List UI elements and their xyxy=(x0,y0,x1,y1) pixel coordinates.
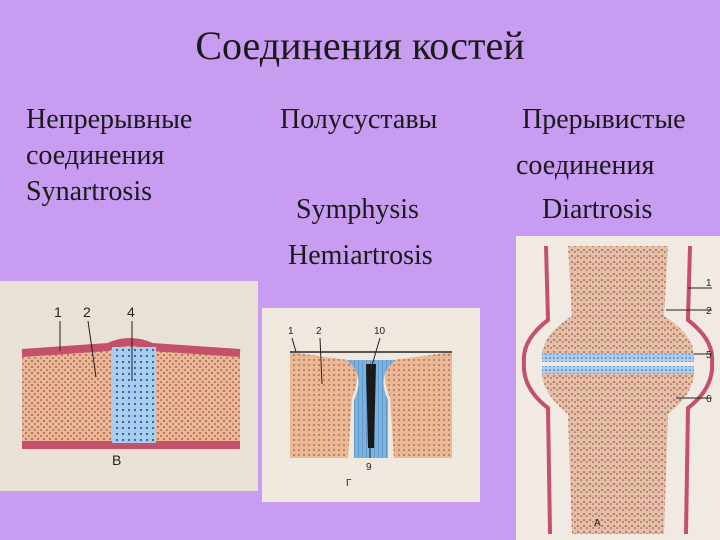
fig-b-label-2: 2 xyxy=(83,304,91,320)
diarthrosis-illustration: 1 2 5 6 А xyxy=(521,245,715,535)
fig-g-label-1: 1 xyxy=(288,326,294,337)
semi-latin2: Hemiartrosis xyxy=(288,240,433,271)
fig-a-label-5: 5 xyxy=(706,350,712,361)
fig-a-label-2: 2 xyxy=(706,306,712,317)
synarthrosis-illustration: 1 2 4 В xyxy=(0,281,258,491)
fig-b-letter: В xyxy=(112,452,121,468)
column-continuous: Непрерывные соединения Synartrosis xyxy=(26,102,192,210)
symphysis-illustration: 1 2 10 9 Г xyxy=(288,326,452,489)
figure-diarthrosis: 1 2 5 6 А xyxy=(516,236,720,540)
figure-symphysis: 1 2 10 9 Г xyxy=(262,308,480,502)
semi-latin1: Symphysis xyxy=(296,194,419,225)
fig-g-letter: Г xyxy=(346,478,352,489)
continuous-line2: соединения xyxy=(26,140,165,171)
fig-a-letter: А xyxy=(594,518,601,529)
fig-a-label-6: 6 xyxy=(706,394,712,405)
fig-g-label-9: 9 xyxy=(366,462,372,473)
continuous-latin: Synartrosis xyxy=(26,176,152,207)
fig-b-label-4: 4 xyxy=(127,304,135,320)
figure-synarthrosis: 1 2 4 В xyxy=(0,281,258,491)
discontinuous-latin: Diartrosis xyxy=(542,194,653,225)
discontinuous-line1: Прерывистые xyxy=(522,104,686,135)
fig-a-label-1: 1 xyxy=(706,278,712,289)
fig-g-label-10: 10 xyxy=(374,326,386,337)
continuous-line1: Непрерывные xyxy=(26,104,193,135)
fig-b-label-1: 1 xyxy=(54,304,62,320)
slide-title: Соединения костей xyxy=(195,23,525,68)
discontinuous-line2: соединения xyxy=(516,150,655,181)
fig-g-label-2: 2 xyxy=(316,326,322,337)
semi-line1: Полусуставы xyxy=(280,104,438,135)
